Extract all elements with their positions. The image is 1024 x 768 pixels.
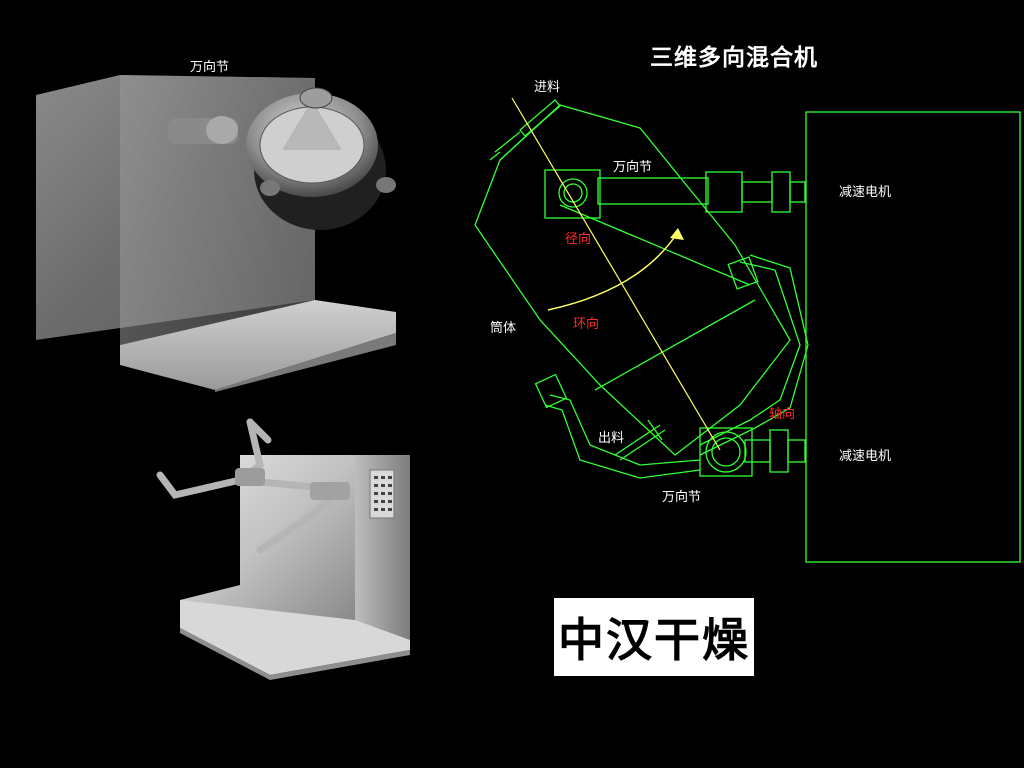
- diagram-universal-joint-top-label: 万向节: [613, 160, 653, 175]
- circumferential-direction-label: 环向: [573, 317, 600, 332]
- axial-direction-label: 轴向: [769, 407, 796, 422]
- drum-label: 筒体: [490, 321, 517, 336]
- reducer-motor-bottom-label: 减速电机: [839, 449, 892, 464]
- render-universal-joint-label: 万向节: [190, 60, 230, 75]
- outlet-label: 出料: [598, 431, 625, 446]
- diagram-universal-joint-bottom-label: 万向节: [662, 490, 702, 505]
- brand-logo-box: 中汉干燥: [554, 598, 754, 676]
- brand-text: 中汉干燥: [558, 613, 750, 667]
- radial-direction-label: 径向: [565, 232, 592, 247]
- reducer-motor-top-label: 减速电机: [839, 185, 892, 200]
- page-title: 三维多向混合机: [650, 45, 818, 71]
- inlet-label: 进料: [534, 80, 561, 95]
